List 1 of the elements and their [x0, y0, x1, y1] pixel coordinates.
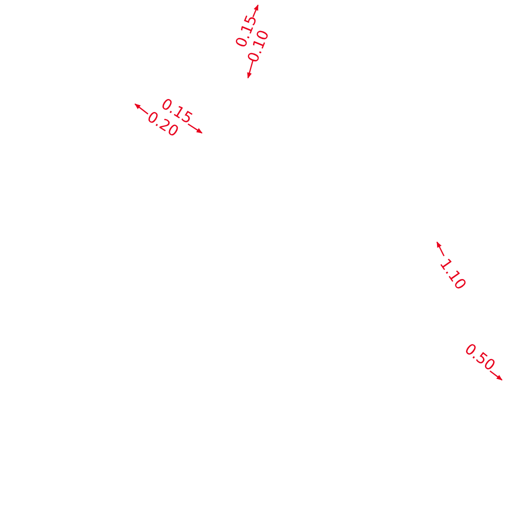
measure-label: 0.50 — [461, 340, 497, 374]
